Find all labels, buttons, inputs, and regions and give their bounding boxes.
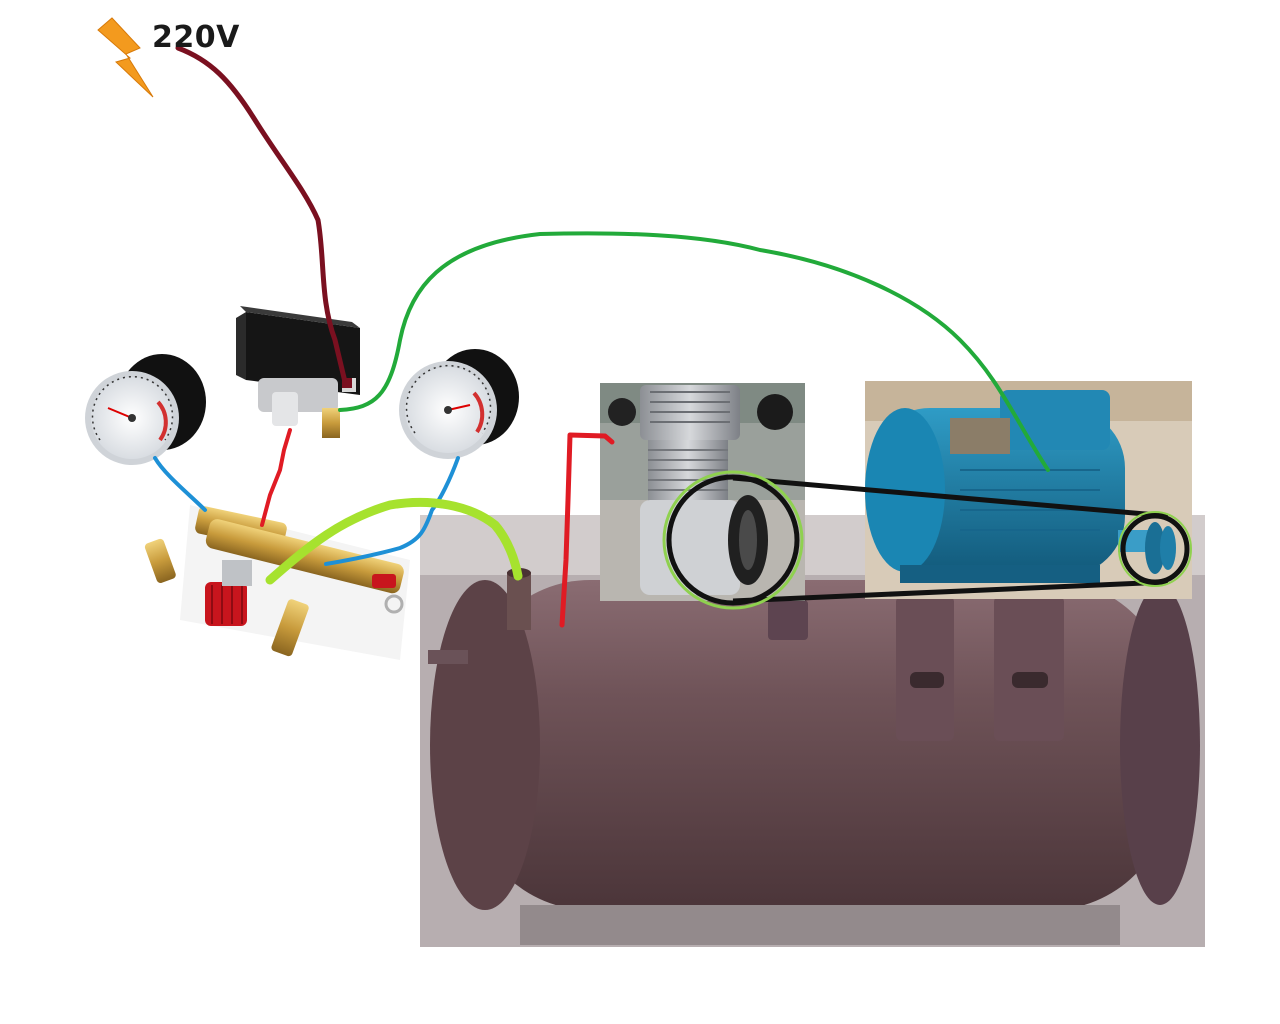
switch-to-manifold-line [260, 428, 292, 527]
manifold-regulator [144, 505, 410, 660]
lightning-icon [97, 17, 154, 98]
motor-pulley-ring [1120, 513, 1190, 585]
electric-motor [865, 381, 1192, 599]
left-gauge-line [153, 456, 207, 512]
compressor-pump [600, 383, 805, 601]
pressure-gauge-left [85, 354, 206, 465]
motor-power-wire [338, 231, 1050, 472]
pump-pulley-highlight [662, 470, 804, 610]
pressure-gauge-right [399, 349, 519, 459]
pump-to-tank-line [559, 432, 615, 628]
manifold-to-tank-line [265, 497, 523, 585]
voltage-label: 220V [152, 20, 240, 55]
pump-pulley-ring [666, 474, 800, 606]
right-gauge-line [324, 456, 460, 566]
drive-belt [662, 470, 1192, 610]
power-wire [175, 45, 348, 385]
